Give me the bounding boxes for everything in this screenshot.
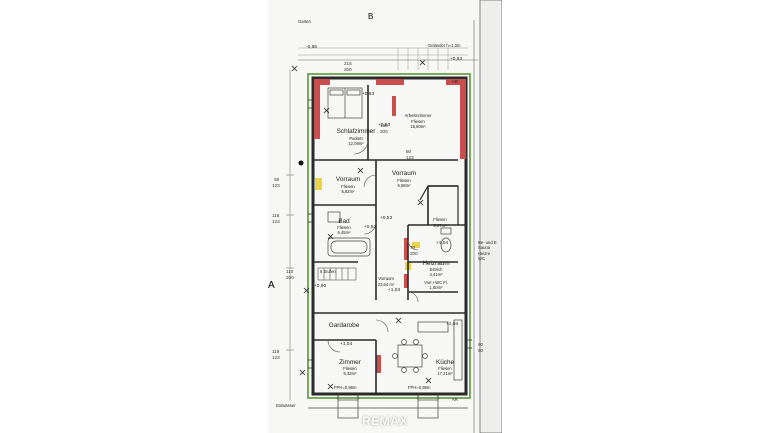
room-floor-schlafzimmer: Parkett xyxy=(349,136,363,141)
watermark: REMAX xyxy=(362,414,408,428)
garden-label: Garten xyxy=(298,19,311,24)
level-label: +0,90 xyxy=(314,284,327,289)
room-name-heizraum: Heizraum xyxy=(422,260,450,267)
level-label: -0,56 xyxy=(306,45,317,50)
room-name-vorraum-2: Vorraum xyxy=(391,170,417,177)
dimension-label: 200 xyxy=(410,251,418,256)
railing-label: Geländer h=1,0m xyxy=(428,43,461,48)
sauna-note: Be- und E Sauna Heizre WC xyxy=(478,240,497,261)
dimension-label: 116 xyxy=(272,213,280,218)
dimension-label: 123 xyxy=(406,155,414,160)
dimension-label: 200 xyxy=(344,67,352,72)
dimension-label: 80 xyxy=(478,342,484,347)
room-name-zimmer: Zimmer xyxy=(339,359,361,366)
door-swings xyxy=(327,139,419,353)
dimension-lines xyxy=(286,59,478,400)
room-name-wc: Vorr.+WC Fl. xyxy=(424,280,448,285)
room-area-heizraum: 4,41m² xyxy=(429,272,443,277)
room-name-bad: Bad xyxy=(338,218,350,225)
dimension-label: 200 xyxy=(380,129,388,134)
room-floor-kueche: Fliesen xyxy=(438,366,452,371)
floor-plan-sheet: Schlafzimmer Parkett 12,09m² Arbeitszimm… xyxy=(268,0,502,433)
section-marker-a: A xyxy=(268,280,275,291)
level-label: +1,04 xyxy=(436,241,449,246)
room-area-arbeitszimmer: 15,80m² xyxy=(410,124,426,129)
room-name-arbeitszimmer: Arbeitszimmer xyxy=(404,113,432,118)
drainage-label: Entwässer xyxy=(276,403,296,408)
room-area-wc: 1,60m² xyxy=(429,285,443,290)
level-label: +0,53 xyxy=(378,123,391,128)
floor-plan-drawing xyxy=(286,0,502,433)
dimension-label: 80 xyxy=(478,348,484,353)
room-floor-vorraum-1: Fliesen xyxy=(341,184,355,189)
room-area-schlafzimmer: 12,09m² xyxy=(348,141,364,146)
new-wall-segments xyxy=(314,79,466,373)
room-floor-heizraum: Estrich xyxy=(429,267,443,272)
level-label: +1,04 xyxy=(388,288,401,293)
room-name-wohnen: Vorraum xyxy=(378,276,394,281)
sill-height-zimmer: FPH=0,86m xyxy=(334,385,357,390)
ar-label: AR xyxy=(452,397,458,402)
dimension-label: 200 xyxy=(286,275,294,280)
dimension-label: 70 xyxy=(410,245,416,250)
ar-label: AR xyxy=(452,79,458,84)
kitchen-symbol xyxy=(392,319,463,381)
room-area-vorraum-1: 5,82m² xyxy=(341,189,355,194)
neighbour-wall xyxy=(479,0,502,433)
level-label: +0,53 xyxy=(450,57,463,62)
section-marker-b: B xyxy=(368,12,374,21)
room-area-vorraum-2: 6,58m² xyxy=(397,183,411,188)
room-name-kueche: Küche xyxy=(435,359,455,366)
exterior-walls xyxy=(311,76,468,396)
stairs-symbol xyxy=(317,267,357,281)
sill-height-kueche: FPH=0,86m xyxy=(408,385,431,390)
room-name-vorraum-1: Vorraum xyxy=(335,176,361,183)
room-floor-zimmer: Fliesen xyxy=(343,366,357,371)
room-area-wohnen: 23,64 m² xyxy=(377,282,395,287)
bathtub-symbol xyxy=(327,211,371,257)
dimension-label: 123 xyxy=(272,219,280,224)
room-name-schlafzimmer: Schlafzimmer xyxy=(336,128,376,135)
room-floor-bad: Fliesen xyxy=(337,225,351,230)
room-name-gardarobe: Gardarobe xyxy=(328,322,360,329)
dimension-label: 59 xyxy=(274,177,280,182)
electrical-symbols xyxy=(291,59,432,390)
window-markers xyxy=(308,99,472,400)
room-area-zimmer: 8,33m² xyxy=(343,371,357,376)
room-floor-arbeitszimmer: Fliesen xyxy=(411,119,425,124)
front-fence xyxy=(308,399,468,419)
dimension-label: 80 xyxy=(406,149,412,154)
room-area-bad: 6,45m² xyxy=(337,230,351,235)
stairs-label: 6 Stufen xyxy=(320,269,336,274)
terrace-hatching xyxy=(298,47,468,70)
marker-dot xyxy=(298,160,304,166)
room-name-flur: Fliesen xyxy=(433,217,447,222)
level-label: +1,04 xyxy=(340,342,353,347)
dimension-label: 123 xyxy=(272,355,280,360)
toilet-symbol xyxy=(440,227,452,253)
level-label: +1,04 xyxy=(446,322,459,327)
entrance-wall xyxy=(419,185,459,225)
level-label: +0,53 xyxy=(380,216,393,221)
room-area-flur: 5,07m² xyxy=(433,223,447,228)
dimension-label: 180 xyxy=(380,123,388,128)
room-area-kueche: 17,21m² xyxy=(437,371,453,376)
dimension-label: 110 xyxy=(286,269,294,274)
dimension-label: 123 xyxy=(272,183,280,188)
room-floor-vorraum-2: Fliesen xyxy=(397,178,411,183)
level-label: +0,53 xyxy=(362,92,375,97)
dimension-label: 119 xyxy=(272,349,280,354)
dimension-label: 215 xyxy=(344,61,352,66)
property-line xyxy=(307,73,471,399)
bed-symbol xyxy=(327,87,363,119)
level-label: +0,53 xyxy=(364,225,377,230)
